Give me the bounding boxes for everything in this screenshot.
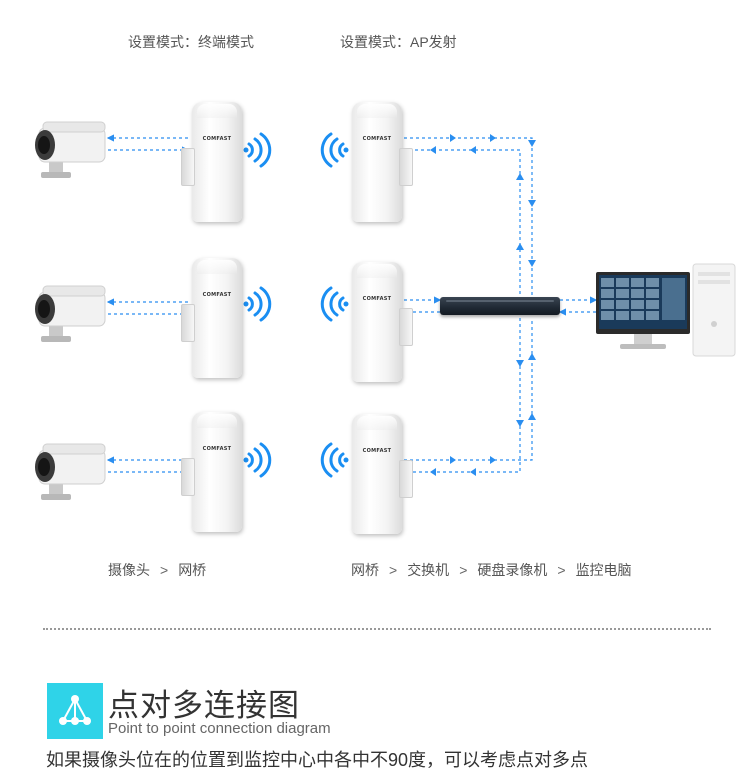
flow-item-pc: 监控电脑 bbox=[575, 562, 632, 578]
mount-bracket bbox=[181, 148, 195, 186]
brand-logo: COMFAST bbox=[202, 446, 232, 452]
section-subtitle: Point to point connection diagram bbox=[108, 720, 331, 737]
section-title: 点对多连接图 bbox=[108, 688, 300, 723]
flow-item-switch: 交换机 bbox=[407, 562, 450, 578]
brand-logo: COMFAST bbox=[362, 136, 392, 142]
camera-flow-label: 摄像头 > 网桥 bbox=[108, 560, 206, 580]
camera-icon bbox=[35, 443, 106, 500]
bridge-device: COMFAST bbox=[181, 412, 242, 532]
flow-separator: > bbox=[389, 562, 398, 578]
connection-lines bbox=[106, 132, 598, 478]
mount-bracket bbox=[181, 304, 195, 342]
mount-bracket bbox=[181, 458, 195, 496]
flow-item-camera: 摄像头 bbox=[108, 562, 150, 578]
ap-mode-label: 设置模式：AP发射 bbox=[340, 34, 457, 50]
brand-logo: COMFAST bbox=[362, 448, 392, 454]
flow-item-bridge: 网桥 bbox=[178, 562, 207, 578]
bridge-device: COMFAST bbox=[352, 262, 413, 382]
mount-bracket bbox=[399, 148, 413, 186]
monitor-computer-icon bbox=[596, 263, 736, 357]
camera-icon bbox=[35, 285, 106, 342]
dotted-divider bbox=[43, 628, 711, 630]
network-switch bbox=[440, 297, 560, 315]
bridge-device: COMFAST bbox=[352, 102, 413, 222]
mount-bracket bbox=[399, 308, 413, 346]
flow-separator: > bbox=[160, 562, 169, 578]
network-tree-icon bbox=[47, 683, 103, 739]
bridge-device: COMFAST bbox=[181, 102, 242, 222]
terminal-mode-label: 设置模式：终端模式 bbox=[128, 34, 254, 50]
bridge-device: COMFAST bbox=[352, 414, 413, 534]
mount-bracket bbox=[399, 460, 413, 498]
camera-icon bbox=[35, 121, 106, 178]
bridge-device: COMFAST bbox=[181, 258, 242, 378]
brand-logo: COMFAST bbox=[202, 136, 232, 142]
flow-item-nvr: 硬盘录像机 bbox=[477, 562, 548, 578]
brand-logo: COMFAST bbox=[202, 292, 232, 298]
flow-item-bridge: 网桥 bbox=[351, 562, 379, 578]
section-description: 如果摄像头位在的位置到监控中心中各中不90度，可以考虑点对多点 bbox=[46, 750, 589, 770]
flow-separator: > bbox=[459, 562, 468, 578]
brand-logo: COMFAST bbox=[362, 296, 392, 302]
flow-separator: > bbox=[557, 562, 566, 578]
center-flow-label: 网桥 > 交换机 > 硬盘录像机 > 监控电脑 bbox=[351, 560, 632, 580]
wifi-icon bbox=[247, 132, 272, 478]
